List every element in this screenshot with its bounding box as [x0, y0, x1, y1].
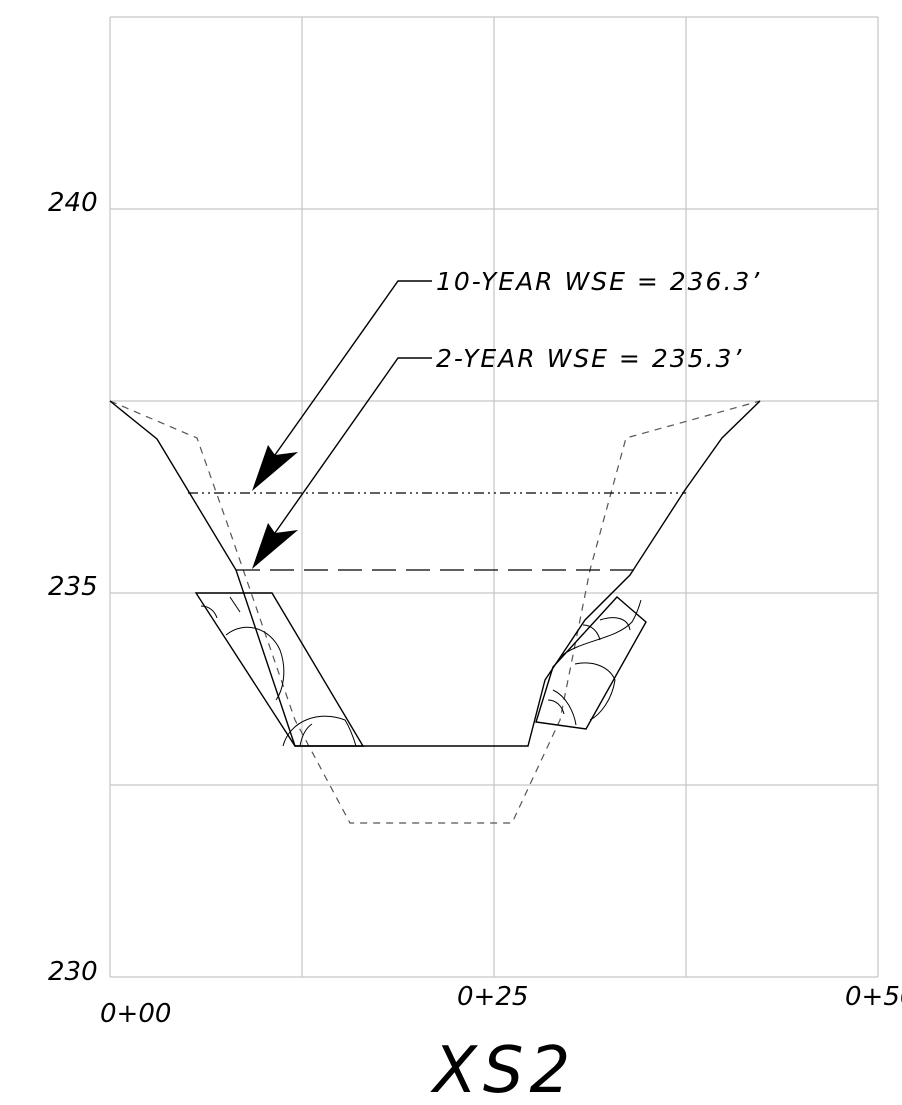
- grid: [109, 16, 879, 978]
- y-axis-label-230: 230: [48, 957, 98, 987]
- two-year-leader-line: [269, 357, 432, 541]
- two-year-arrowhead: [252, 523, 298, 569]
- existing-ground-profile: [109, 400, 761, 824]
- section-title: XS2: [430, 1034, 576, 1105]
- left-riprap-block: [194, 592, 365, 747]
- x-axis-label-0-25: 0+25: [457, 982, 528, 1012]
- ten-year-arrowhead: [252, 445, 298, 491]
- ten-year-wse-label: 10-YEAR WSE = 236.3’: [436, 267, 761, 296]
- two-year-wse-label: 2-YEAR WSE = 235.3’: [436, 344, 743, 373]
- y-axis-label-240: 240: [48, 188, 98, 218]
- x-axis-label-0-50: 0+50: [845, 982, 902, 1012]
- x-axis-label-0-00: 0+00: [100, 999, 171, 1029]
- proposed-channel-section: [109, 400, 761, 747]
- ten-year-leader-line: [269, 280, 432, 463]
- y-axis-label-235: 235: [48, 572, 98, 602]
- right-riprap-block: [535, 596, 647, 730]
